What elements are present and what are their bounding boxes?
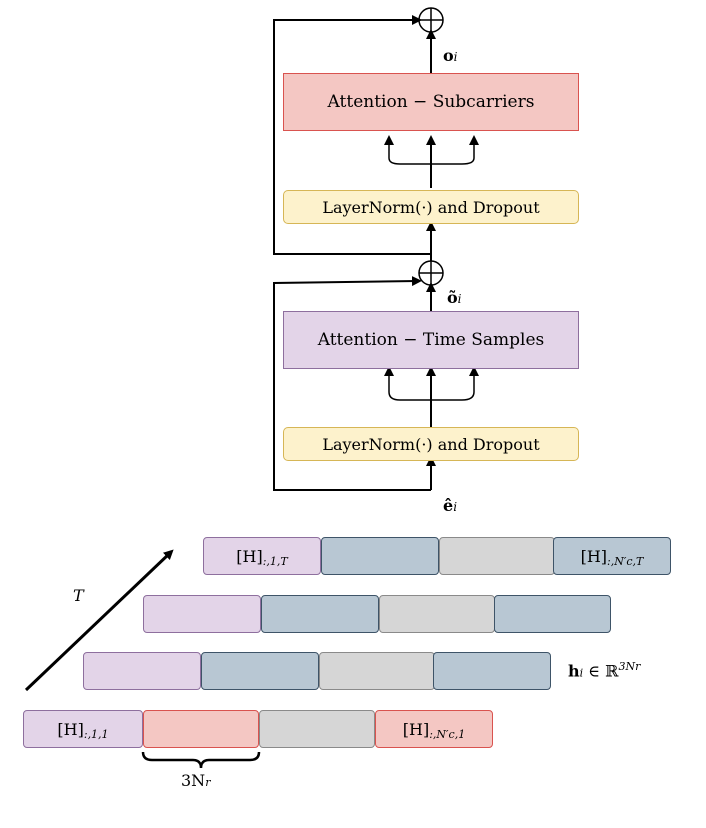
upper-residual-arrow bbox=[273, 15, 431, 255]
row-t-segment-last: [H]:,N′c,T bbox=[553, 537, 671, 575]
upper-output-label: oi bbox=[443, 46, 458, 65]
row-3-segment-1 bbox=[83, 652, 201, 690]
row-2-segment-3 bbox=[379, 595, 495, 633]
attention-time-samples-label: Attention − Time Samples bbox=[317, 330, 545, 350]
lower-sum-icon bbox=[418, 260, 444, 286]
row-2-segment-1 bbox=[143, 595, 261, 633]
attention-subcarriers-box: Attention − Subcarriers bbox=[283, 73, 579, 131]
lower-residual-arrow bbox=[273, 276, 431, 491]
input-label: êi bbox=[443, 496, 458, 515]
row-1-segment-2 bbox=[143, 710, 259, 748]
upper-layernorm-label: LayerNorm(·) and Dropout bbox=[322, 197, 540, 217]
row-3-segment-4 bbox=[433, 652, 551, 690]
row-t-segment-first: [H]:,1,T bbox=[203, 537, 321, 575]
attention-subcarriers-label: Attention − Subcarriers bbox=[327, 92, 535, 112]
vector-dimension-label: hi ∈ ℝ3Nr bbox=[568, 660, 641, 681]
brace-label: 3Nr bbox=[181, 771, 211, 790]
lower-output-label: õi bbox=[447, 288, 462, 307]
row-t-segment-3 bbox=[439, 537, 555, 575]
row-1-segment-first: [H]:,1,1 bbox=[23, 710, 143, 748]
row-3-segment-3 bbox=[319, 652, 435, 690]
row-1-segment-3 bbox=[259, 710, 375, 748]
row-1-segment-last: [H]:,N′c,1 bbox=[375, 710, 493, 748]
lower-layernorm-label: LayerNorm(·) and Dropout bbox=[322, 434, 540, 454]
upper-sum-icon bbox=[418, 7, 444, 33]
row-3-segment-2 bbox=[201, 652, 319, 690]
brace-icon bbox=[141, 751, 261, 769]
row-2-segment-4 bbox=[494, 595, 611, 633]
row-2-segment-2 bbox=[261, 595, 379, 633]
lower-layernorm-box: LayerNorm(·) and Dropout bbox=[283, 427, 579, 461]
time-axis-arrow bbox=[24, 549, 174, 692]
time-axis-label: T bbox=[73, 586, 84, 605]
row-t-segment-2 bbox=[321, 537, 439, 575]
upper-layernorm-box: LayerNorm(·) and Dropout bbox=[283, 190, 579, 224]
attention-time-samples-box: Attention − Time Samples bbox=[283, 311, 579, 369]
